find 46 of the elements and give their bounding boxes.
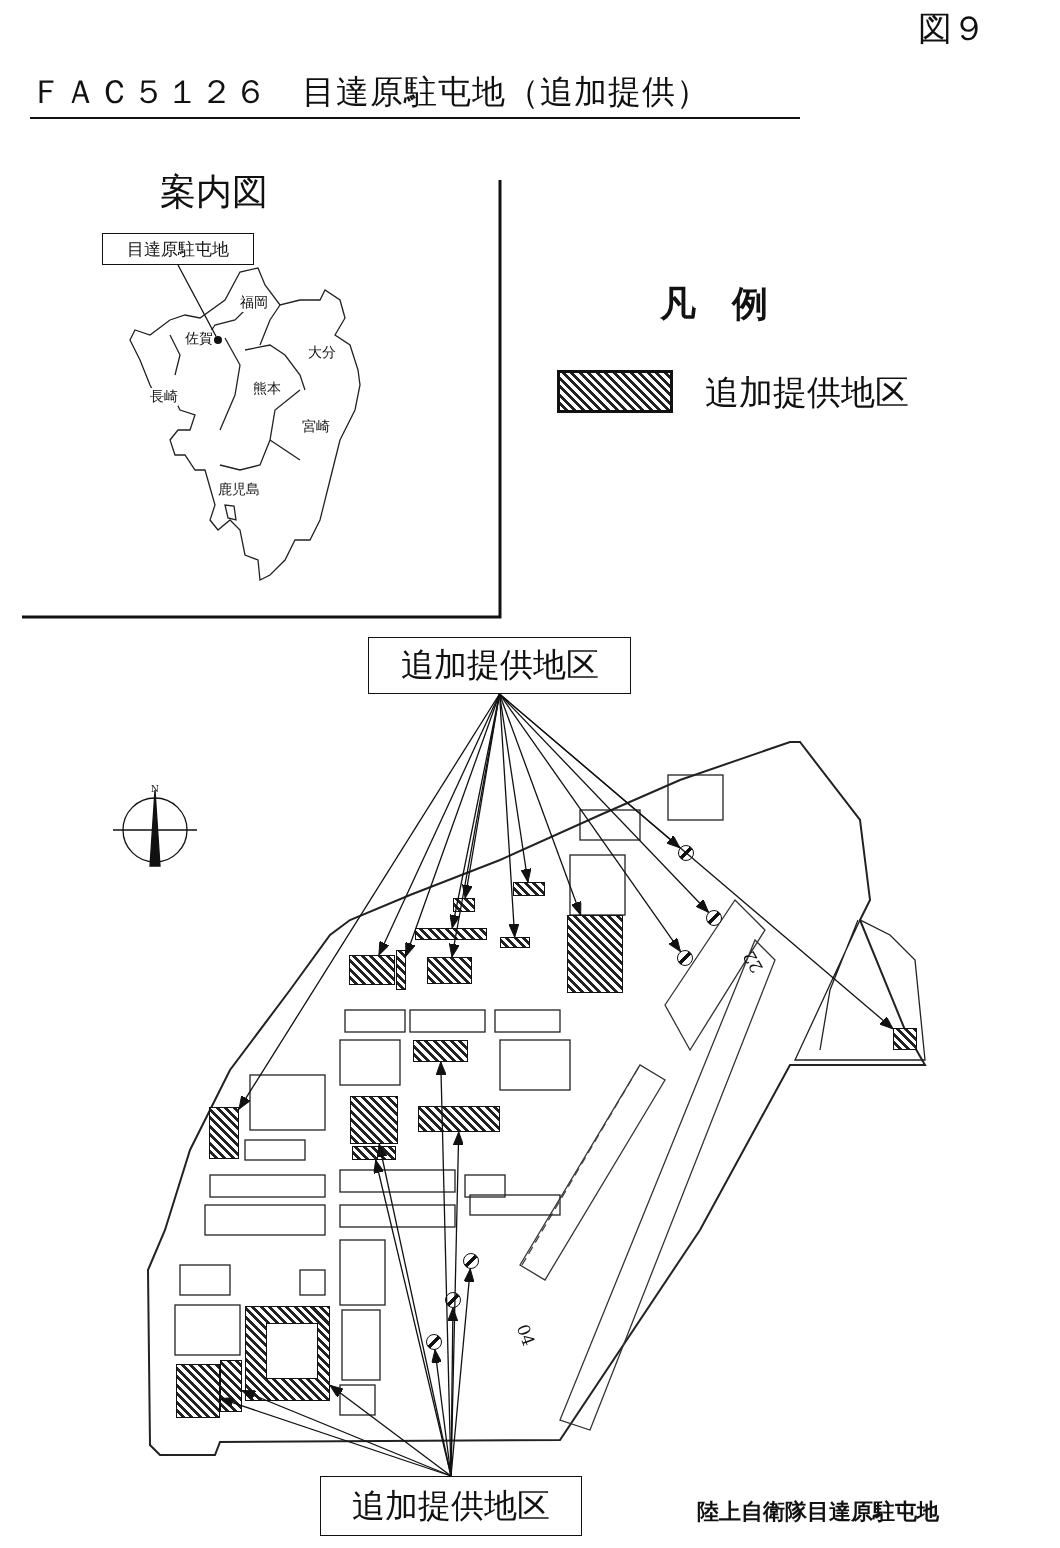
leader-arrow xyxy=(498,693,582,916)
hatched-area xyxy=(245,1306,330,1401)
circle-marker xyxy=(426,1334,442,1350)
leader-line xyxy=(177,264,217,338)
legend-label: 追加提供地区 xyxy=(705,371,909,414)
hatched-area xyxy=(350,1096,398,1144)
hatched-area xyxy=(396,950,406,990)
map-label: 長崎 xyxy=(150,388,178,406)
map-label: 大分 xyxy=(308,344,336,362)
circle-marker xyxy=(706,910,722,926)
runway-number: 22 xyxy=(738,947,767,977)
leader-arrow xyxy=(498,693,894,1030)
leader-arrow xyxy=(219,1397,452,1477)
hatched-area xyxy=(413,1040,468,1062)
caption: 陸上自衛隊目達原駐屯地 xyxy=(697,1498,939,1526)
map-label: 宮崎 xyxy=(302,418,330,436)
leader-arrow xyxy=(329,1384,452,1477)
hatched-area xyxy=(500,937,530,948)
hatched-area xyxy=(415,928,487,940)
label-box: 追加提供地区 xyxy=(320,1476,582,1536)
inset-heading: 案内図 xyxy=(160,170,268,214)
circle-marker xyxy=(677,950,693,966)
label-box: 追加提供地区 xyxy=(368,637,631,694)
circle-marker xyxy=(445,1292,461,1308)
hatched-area xyxy=(349,955,395,985)
leader-arrow xyxy=(238,693,501,1110)
circle-marker xyxy=(463,1253,479,1269)
hatched-area xyxy=(209,1107,239,1159)
hatched-area xyxy=(513,882,545,896)
map-label: 鹿児島 xyxy=(218,481,260,499)
title: ＦＡＣ５１２６ 目達原駐屯地（追加提供） xyxy=(30,70,800,119)
runway-number: 04 xyxy=(512,1321,539,1349)
hatched-area xyxy=(567,915,623,993)
map-label: 熊本 xyxy=(253,380,281,398)
map-label: 福岡 xyxy=(240,294,268,312)
legend-heading: 凡 例 xyxy=(660,281,768,326)
hatched-area xyxy=(220,1360,242,1412)
hatched-area xyxy=(893,1028,917,1050)
hatched-area xyxy=(427,957,472,984)
map-label: 佐賀 xyxy=(185,330,213,348)
label-box: 目達原駐屯地 xyxy=(102,233,254,265)
location-dot xyxy=(214,336,222,344)
figure-number: 図９ xyxy=(918,7,986,50)
compass-letter: N xyxy=(151,784,159,794)
hatched-area xyxy=(418,1106,500,1132)
hatched-area xyxy=(176,1364,220,1418)
